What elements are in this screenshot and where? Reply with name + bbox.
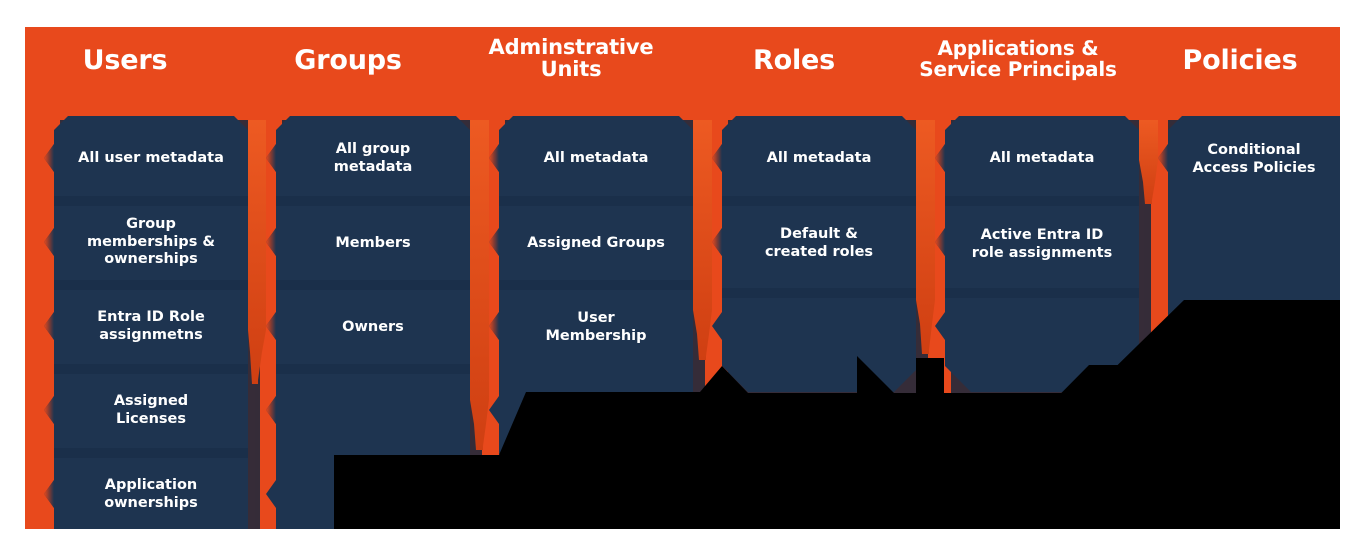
card-item-policies-conditional-access-policies: Conditional Access Policies	[1192, 142, 1316, 176]
margin-right	[1340, 0, 1366, 559]
card-admin-units-body	[489, 116, 693, 480]
card-item-roles-default-created-roles: Default & created roles	[764, 226, 874, 260]
card-users-separators	[54, 196, 248, 458]
stem-groups-admin	[470, 120, 489, 450]
occlusion-stem-cap	[916, 358, 944, 393]
card-groups-separators	[276, 196, 470, 374]
margin-left	[0, 0, 25, 559]
orange-stem-group	[248, 120, 1158, 450]
card-item-users-group-memberships: Group memberships & ownerships	[86, 216, 216, 268]
notch-apps-1	[935, 144, 945, 172]
column-title-groups: Groups	[294, 45, 402, 76]
notch-admin-3	[489, 312, 499, 340]
card-groups-body	[266, 116, 470, 529]
card-groups	[266, 116, 470, 529]
card-item-users-application-ownerships: Application ownerships	[104, 477, 198, 511]
card-admin-units	[489, 116, 693, 480]
card-users-body	[44, 116, 248, 529]
notch-users-5	[44, 480, 54, 508]
notch-apps-2	[935, 228, 945, 256]
card-roles-body	[712, 116, 916, 392]
stem-admin-roles	[693, 120, 712, 360]
notch-policies-1	[1158, 144, 1168, 172]
card-item-users-entra-id-role-assignments: Entra ID Role assignmetns	[97, 309, 205, 343]
notch-users-1	[44, 144, 54, 172]
column-title-applications-service-principals: Applications & Service Principals	[919, 36, 1117, 81]
occlusion-notch-a	[443, 455, 526, 481]
card-item-apps-active-entra-id-role-assignments: Active Entra ID role assignments	[971, 227, 1113, 261]
stem-apps-policies	[1139, 120, 1158, 204]
column-title-administrative-units: Adminstrative Units	[488, 35, 654, 82]
card-item-roles-all-metadata: All metadata	[766, 150, 872, 166]
card-item-users-assigned-licenses: Assigned Licenses	[113, 393, 189, 427]
notch-groups-2	[266, 228, 276, 256]
notch-roles-1	[712, 144, 722, 172]
notch-admin-1	[489, 144, 499, 172]
notch-users-2	[44, 228, 54, 256]
card-item-admin-units-user-membership: User Membership	[545, 310, 647, 344]
card-item-apps-all-metadata: All metadata	[989, 150, 1095, 166]
card-item-groups-owners: Owners	[342, 319, 404, 335]
margin-top	[0, 0, 1366, 27]
card-item-admin-units-assigned-groups: Assigned Groups	[527, 235, 665, 251]
notch-admin-2	[489, 228, 499, 256]
card-apps-separators	[945, 196, 1139, 298]
notch-users-4	[44, 396, 54, 424]
card-item-groups-members: Members	[335, 235, 411, 251]
card-item-users-all-user-metadata: All user metadata	[78, 150, 224, 166]
card-admin-units-separators	[499, 196, 693, 290]
occlusion-base-band	[334, 455, 1366, 529]
occlusion-notch-b	[664, 418, 784, 455]
notch-groups-1	[266, 144, 276, 172]
notch-users-3	[44, 312, 54, 340]
stem-roles-apps	[916, 120, 935, 354]
column-title-policies: Policies	[1182, 45, 1298, 76]
card-item-groups-all-group-metadata: All group metadata	[333, 141, 413, 175]
column-title-roles: Roles	[753, 45, 835, 76]
notch-roles-2	[712, 228, 722, 256]
stem-users-groups	[248, 120, 266, 384]
margin-bottom	[0, 529, 1366, 559]
notch-groups-3	[266, 312, 276, 340]
card-users	[44, 116, 248, 529]
card-apps-body	[935, 116, 1139, 392]
card-roles	[712, 116, 916, 392]
occlusion-far-right	[1184, 334, 1366, 529]
card-apps	[935, 116, 1139, 392]
column-title-users: Users	[82, 45, 168, 76]
card-item-admin-units-all-metadata: All metadata	[543, 150, 649, 166]
notch-groups-4	[266, 396, 276, 424]
card-roles-separators	[722, 196, 916, 298]
